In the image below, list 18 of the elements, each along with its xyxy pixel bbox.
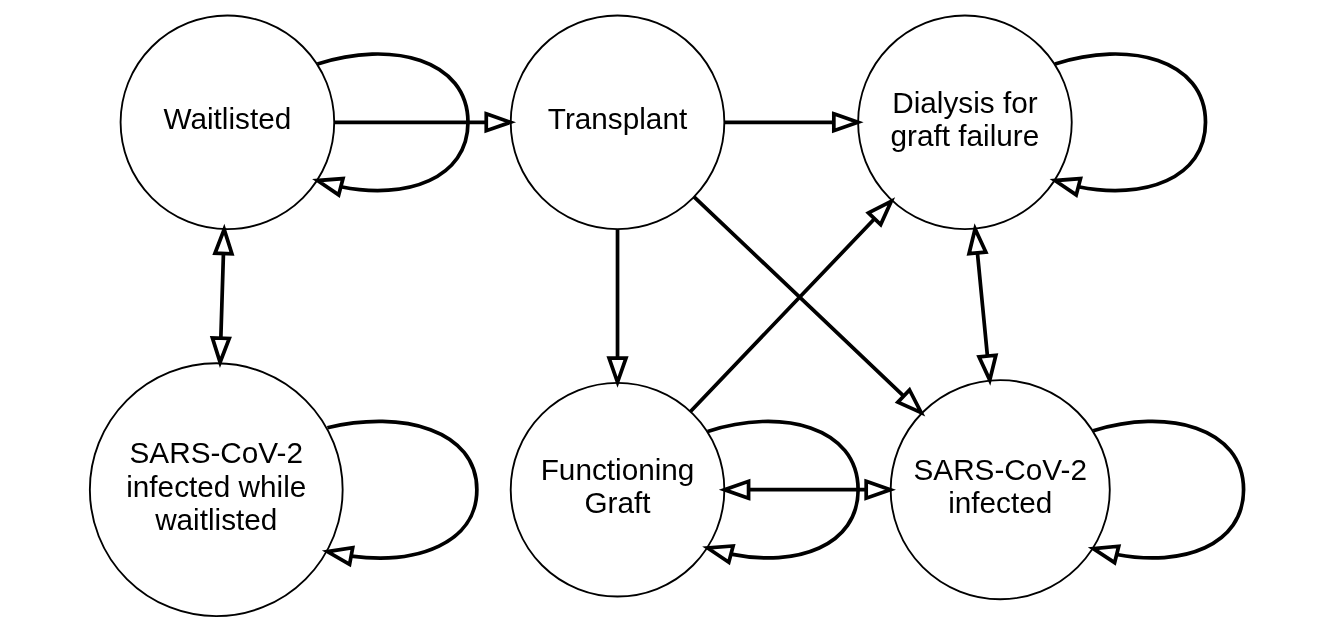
arrow (334, 111, 516, 134)
arrow (724, 111, 864, 134)
arrow (209, 223, 234, 368)
arrow (718, 478, 896, 501)
node-circle: Functioning Graft (509, 381, 725, 598)
arrow (605, 229, 629, 388)
arrow (966, 223, 998, 386)
arrow (1049, 52, 1207, 198)
node-circle: Transplant (509, 14, 725, 231)
node-circle: Waitlisted (119, 14, 335, 231)
arrow (692, 195, 925, 417)
arrow (1087, 419, 1245, 566)
arrow (701, 419, 860, 566)
arrow (311, 52, 470, 198)
node-circle: SARS-CoV-2 infected while waitlisted (88, 362, 344, 618)
node-circle: SARS-CoV-2 infected (889, 379, 1111, 601)
arrow (321, 419, 479, 568)
arrow (688, 197, 895, 413)
